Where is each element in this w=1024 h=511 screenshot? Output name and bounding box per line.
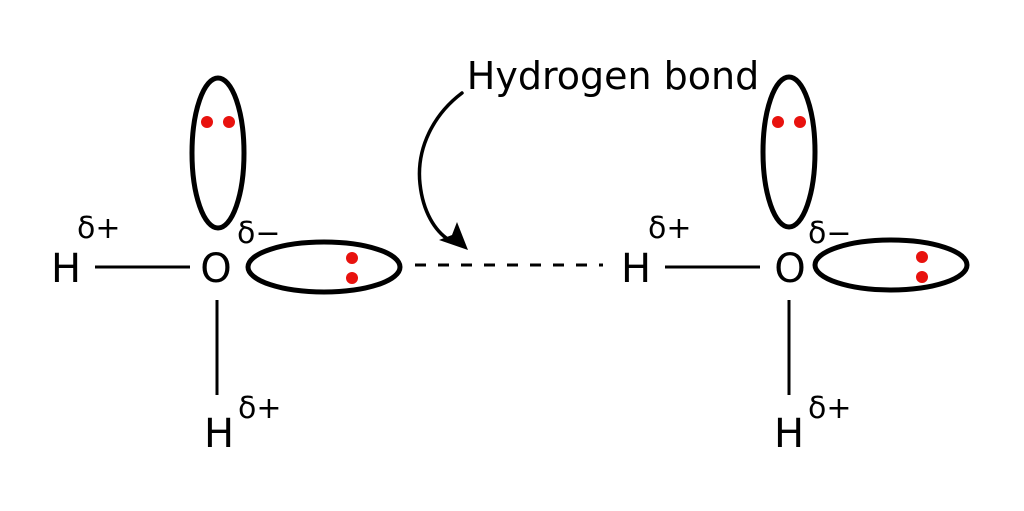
hydrogen-bond-label: Hydrogen bond bbox=[467, 54, 759, 98]
hydrogen-bottom-label: H bbox=[774, 411, 804, 457]
oxygen-label: O bbox=[200, 246, 231, 292]
lone-pair-ellipse-side bbox=[245, 239, 403, 295]
hydrogen-side-label: H bbox=[621, 246, 651, 292]
electron-dot bbox=[223, 116, 235, 128]
delta-minus-label: δ− bbox=[237, 216, 281, 251]
hydrogen-bottom-label: H bbox=[204, 411, 234, 457]
electron-dot bbox=[346, 252, 358, 264]
lone-pair-ellipse-top bbox=[189, 75, 247, 231]
water-molecule-right: H δ+ O δ− H δ+ bbox=[621, 74, 970, 457]
oxygen-label: O bbox=[774, 246, 805, 292]
electron-dot bbox=[346, 272, 358, 284]
electron-dot bbox=[772, 116, 784, 128]
lone-pair-ellipse-side bbox=[812, 237, 970, 293]
electron-dot bbox=[916, 271, 928, 283]
lone-pair-ellipse-top bbox=[760, 74, 818, 230]
hydrogen-side-label: H bbox=[51, 246, 81, 292]
delta-plus-side-label: δ+ bbox=[77, 211, 121, 246]
water-molecule-left: H δ+ O δ− H δ+ bbox=[51, 75, 403, 457]
delta-plus-side-label: δ+ bbox=[648, 211, 692, 246]
electron-dot bbox=[916, 251, 928, 263]
electron-dot bbox=[201, 116, 213, 128]
delta-plus-bottom-label: δ+ bbox=[238, 391, 282, 426]
delta-plus-bottom-label: δ+ bbox=[808, 391, 852, 426]
annotation-arrowhead bbox=[439, 222, 468, 250]
electron-dot bbox=[794, 116, 806, 128]
annotation-arrow bbox=[417, 91, 464, 242]
